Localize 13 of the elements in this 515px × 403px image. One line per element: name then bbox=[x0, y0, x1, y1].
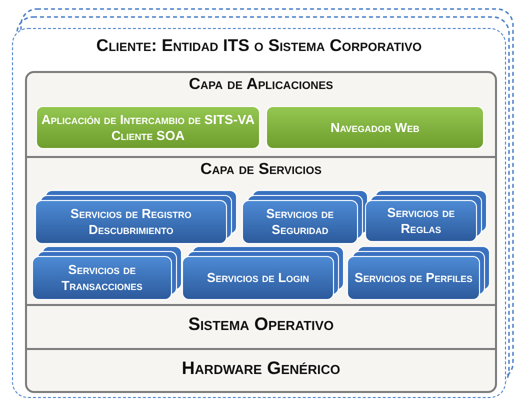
service-card: Servicios de Perfiles bbox=[347, 256, 480, 300]
service-card: Servicios de Seguridad bbox=[242, 200, 358, 244]
layer-title: Sistema Operativo bbox=[187, 315, 335, 334]
application-card: Aplicación de Intercambio de SITS-VA Cliente SOA bbox=[36, 106, 260, 149]
frame-title: Cliente: Entidad ITS o Sistema Corporativo bbox=[95, 37, 423, 55]
service-card: Servicios de Transacciones bbox=[32, 256, 172, 300]
service-card: Servicios de Registro Descubrimiento bbox=[35, 200, 227, 244]
layer-title: Capa de Servicios bbox=[199, 162, 323, 179]
service-card: Servicios de Reglas bbox=[365, 200, 477, 242]
layer-title: Capa de Aplicaciones bbox=[188, 77, 334, 94]
service-card: Servicios de Login bbox=[182, 256, 334, 300]
layer-title: Hardware Genérico bbox=[180, 359, 342, 378]
application-card: Navegador Web bbox=[266, 106, 484, 149]
